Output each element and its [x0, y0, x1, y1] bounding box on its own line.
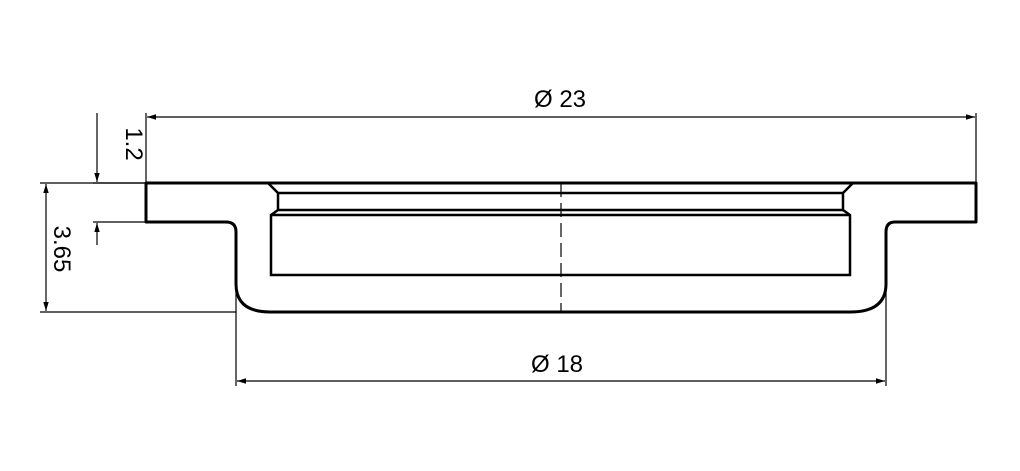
label-outer-diameter: Ø 23	[534, 86, 586, 113]
label-flange-thickness: 1.2	[120, 127, 147, 160]
part-outline	[144, 181, 978, 314]
label-inner-diameter: Ø 18	[531, 351, 583, 378]
label-total-height: 3.65	[48, 226, 75, 273]
